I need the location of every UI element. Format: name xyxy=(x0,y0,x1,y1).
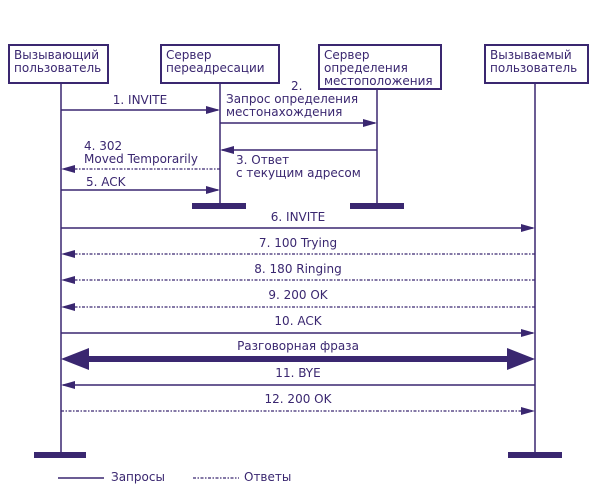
arrowhead-icon xyxy=(220,146,234,154)
participant-label-line: Сервер xyxy=(166,48,212,62)
arrowhead-icon xyxy=(363,119,377,127)
arrowhead-icon xyxy=(521,329,535,337)
arrowhead-icon xyxy=(521,407,535,415)
participant-label-line: Сервер xyxy=(324,48,370,62)
arrowhead-left-icon xyxy=(61,348,89,370)
participant-label-line: пользователь xyxy=(14,61,102,75)
message-label-m10: 10. ACK xyxy=(274,315,321,328)
message-label-line: Разговорная фраза xyxy=(237,339,359,353)
message-label-line: местонахождения xyxy=(226,105,343,119)
message-label-line: 7. 100 Trying xyxy=(258,236,338,250)
message-label-line: 9. 200 OK xyxy=(268,288,328,302)
lifeline-end-bar-location xyxy=(350,203,404,209)
legend-requests-label: Запросы xyxy=(111,470,165,484)
message-label-line: 3. Ответ xyxy=(236,153,290,167)
message-label-m12: 12. 200 OK xyxy=(265,393,332,406)
message-label-line: 12. 200 OK xyxy=(264,392,332,406)
message-label-m7: 7. 100 Trying xyxy=(259,237,337,250)
arrowhead-icon xyxy=(61,276,75,284)
participant-label-line: переадресации xyxy=(166,61,265,75)
participant-label-line: местоположения xyxy=(324,74,433,88)
message-label-line: Запрос определения xyxy=(226,92,359,106)
arrowhead-icon xyxy=(206,186,220,194)
lifeline-end-bar-caller xyxy=(34,452,86,458)
message-label-line: 5. ACK xyxy=(86,175,126,189)
message-label-line: 4. 302 xyxy=(84,139,123,153)
arrowhead-icon xyxy=(61,381,75,389)
participant-label-line: определения xyxy=(324,61,408,75)
lifeline-end-bar-callee xyxy=(508,452,562,458)
message-label-m8: 8. 180 Ringing xyxy=(254,263,341,276)
message-label-line: Moved Temporarily xyxy=(84,152,198,166)
message-label-line: 6. INVITE xyxy=(270,210,326,224)
arrowhead-icon xyxy=(61,250,75,258)
message-label-line: 11. BYE xyxy=(275,366,321,380)
arrowhead-icon xyxy=(206,106,220,114)
message-label-m5: 5. ACK xyxy=(86,176,126,189)
lifeline-end-bar-redirect xyxy=(192,203,246,209)
message-label-line: 10. ACK xyxy=(274,314,322,328)
message-label-m1: 1. INVITE xyxy=(113,94,167,107)
message-label-m6: 6. INVITE xyxy=(271,211,325,224)
message-label-line: 2. xyxy=(291,79,303,93)
message-label-m11: 11. BYE xyxy=(275,367,320,380)
participant-label-line: пользователь xyxy=(490,61,578,75)
message-label-m9: 9. 200 OK xyxy=(268,289,327,302)
message-label-conv: Разговорная фраза xyxy=(237,340,359,353)
participant-label-line: Вызывающий xyxy=(14,48,99,62)
arrowhead-icon xyxy=(521,224,535,232)
arrowhead-icon xyxy=(61,165,75,173)
message-label-line: 1. INVITE xyxy=(112,93,168,107)
participant-label-line: Вызываемый xyxy=(490,48,572,62)
legend-responses-label: Ответы xyxy=(244,470,292,484)
arrowhead-right-icon xyxy=(507,348,535,370)
message-label-line: 8. 180 Ringing xyxy=(254,262,342,276)
message-label-line: с текущим адресом xyxy=(236,166,361,180)
arrowhead-icon xyxy=(61,303,75,311)
